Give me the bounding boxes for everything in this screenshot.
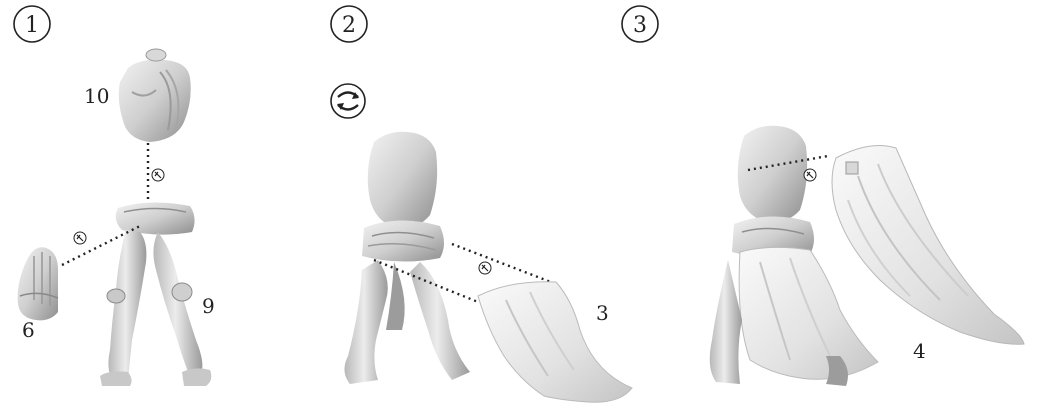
glue-icon [74,232,86,244]
glue-icon [804,169,816,181]
part-label: 3 [596,301,609,325]
step-3: 3 4 [622,6,1024,386]
step-number: 2 [342,13,356,38]
rotate-icon [331,84,365,118]
part-label: 9 [202,294,215,318]
step-number-badge: 2 [331,6,367,42]
part-legs [100,202,211,386]
step-number-badge: 3 [622,6,658,42]
glue-icon [152,169,164,181]
part-label: 10 [84,84,109,108]
part-torso-piece [119,49,191,142]
part-label: 4 [913,339,926,363]
step-number: 3 [633,13,647,38]
part-lower-cape [478,282,632,402]
figure-assembled [344,132,470,384]
part-upper-cape [832,146,1024,345]
connection-line [452,244,556,284]
part-hand [18,247,58,320]
step-number: 1 [25,13,39,38]
glue-icon [479,262,491,274]
step-2: 2 3 [331,6,632,402]
part-label: 6 [22,318,35,342]
step-number-badge: 1 [14,6,50,42]
step-1: 1 10 9 [14,6,215,386]
